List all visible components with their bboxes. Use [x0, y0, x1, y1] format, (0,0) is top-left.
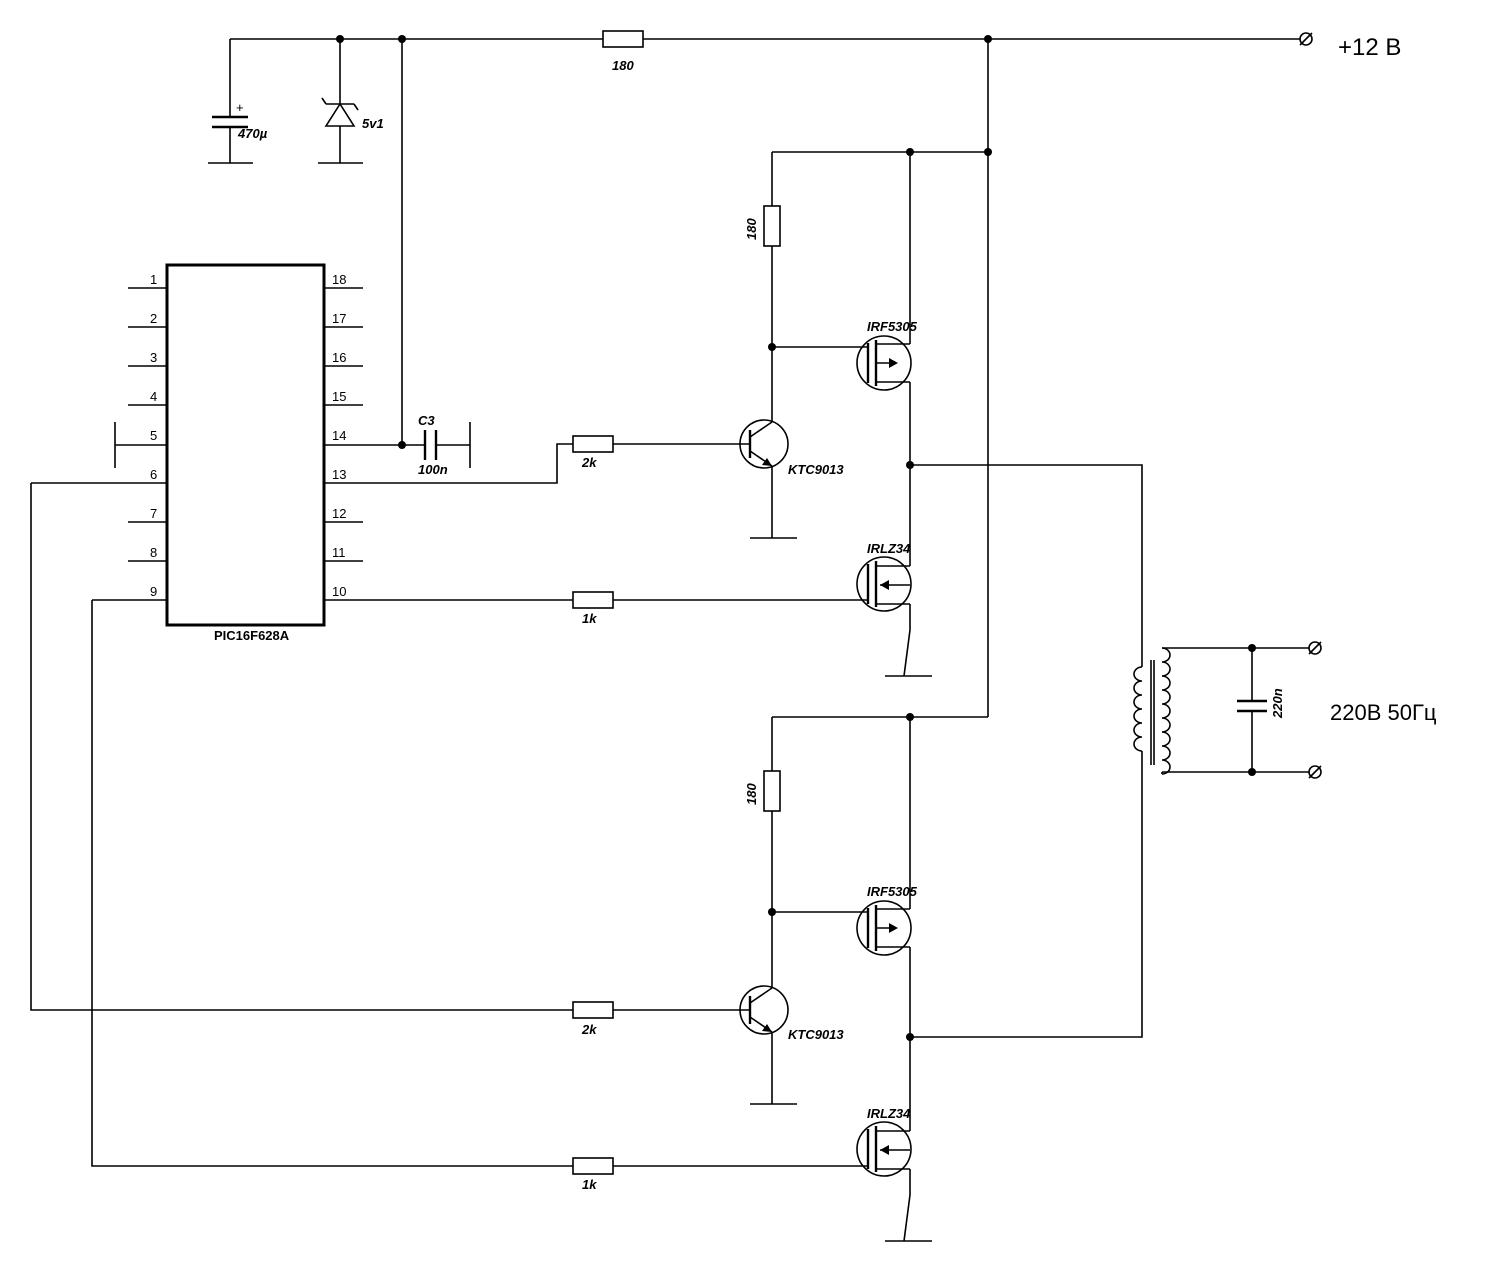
resistor-pullup-top: 180 — [744, 205, 781, 247]
resistor-pullup-bottom-label: 180 — [744, 783, 759, 805]
ic-pin-5: 5 — [150, 428, 157, 443]
ic-pin-2: 2 — [150, 311, 157, 326]
ic-pin-4: 4 — [150, 389, 157, 404]
supply-label: +12 В — [1338, 34, 1401, 61]
nmos-top: IRLZ34 — [856, 465, 932, 677]
ic-pin-3: 3 — [150, 350, 157, 365]
resistor-supply: 180 — [602, 30, 644, 73]
transformer — [1133, 647, 1250, 775]
ic-pin-1: 1 — [150, 272, 157, 287]
ic-pin-12: 12 — [332, 506, 346, 521]
ic-pin-13: 13 — [332, 467, 346, 482]
pmos-bottom: IRF5305 — [856, 717, 918, 1037]
ic-pin-7: 7 — [150, 506, 157, 521]
output-capacitor: 220n — [1237, 648, 1285, 772]
npn-top-label: KTC9013 — [788, 462, 844, 477]
resistor-base-bottom: 2k — [572, 1001, 614, 1037]
ic-pin-10: 10 — [332, 584, 346, 599]
resistor-base-top-label: 2k — [581, 455, 597, 470]
npn-bottom: KTC9013 — [739, 985, 844, 1105]
output-terminal-bottom — [1308, 765, 1322, 779]
capacitor-c3: C3 100n — [324, 413, 471, 477]
zener-diode: 5v1 — [318, 39, 384, 164]
resistor-base-bottom-label: 2k — [581, 1022, 597, 1037]
resistor-supply-label: 180 — [612, 58, 634, 73]
nmos-top-label: IRLZ34 — [867, 541, 911, 556]
ic-name: PIC16F628A — [214, 628, 290, 643]
ic-pin-16: 16 — [332, 350, 346, 365]
nmos-bottom-label: IRLZ34 — [867, 1106, 911, 1121]
npn-top: KTC9013 — [739, 419, 844, 539]
resistor-gate-bottom-label: 1k — [582, 1177, 597, 1192]
zener-label: 5v1 — [362, 116, 384, 131]
capacitor-470u-plus: + — [236, 100, 244, 115]
pmos-bottom-label: IRF5305 — [867, 884, 918, 899]
ic-pin-15: 15 — [332, 389, 346, 404]
pmos-top: IRF5305 — [856, 152, 918, 465]
resistor-gate-top-label: 1k — [582, 611, 597, 626]
capacitor-470u-label: 470µ — [237, 126, 268, 141]
resistor-pullup-top-label: 180 — [744, 218, 759, 240]
capacitor-470u: + 470µ — [208, 39, 268, 164]
resistor-base-top: 2k — [572, 435, 614, 470]
output-capacitor-label: 220n — [1270, 688, 1285, 719]
ic-pin-18: 18 — [332, 272, 346, 287]
resistor-gate-bottom: 1k — [572, 1157, 614, 1192]
supply-rail: +12 В — [230, 32, 1401, 61]
npn-bottom-label: KTC9013 — [788, 1027, 844, 1042]
nmos-bottom: IRLZ34 — [856, 1037, 932, 1242]
output-label: 220В 50Гц — [1330, 700, 1437, 725]
output-terminal-top — [1308, 641, 1322, 655]
ic-pin-8: 8 — [150, 545, 157, 560]
ic-pin-17: 17 — [332, 311, 346, 326]
ic-pin-14: 14 — [332, 428, 346, 443]
pmos-top-label: IRF5305 — [867, 319, 918, 334]
junction-dots — [336, 35, 1256, 1041]
microcontroller-ic: PIC16F628A 1 2 3 4 5 6 7 8 9 18 17 16 15 — [31, 263, 363, 643]
ic-pin-9: 9 — [150, 584, 157, 599]
capacitor-c3-name: C3 — [418, 413, 435, 428]
ic-pin-11: 11 — [332, 545, 346, 560]
ic-pin-6: 6 — [150, 467, 157, 482]
resistor-gate-top: 1k — [572, 591, 614, 626]
resistor-pullup-bottom: 180 — [744, 770, 781, 812]
capacitor-c3-value: 100n — [418, 462, 448, 477]
